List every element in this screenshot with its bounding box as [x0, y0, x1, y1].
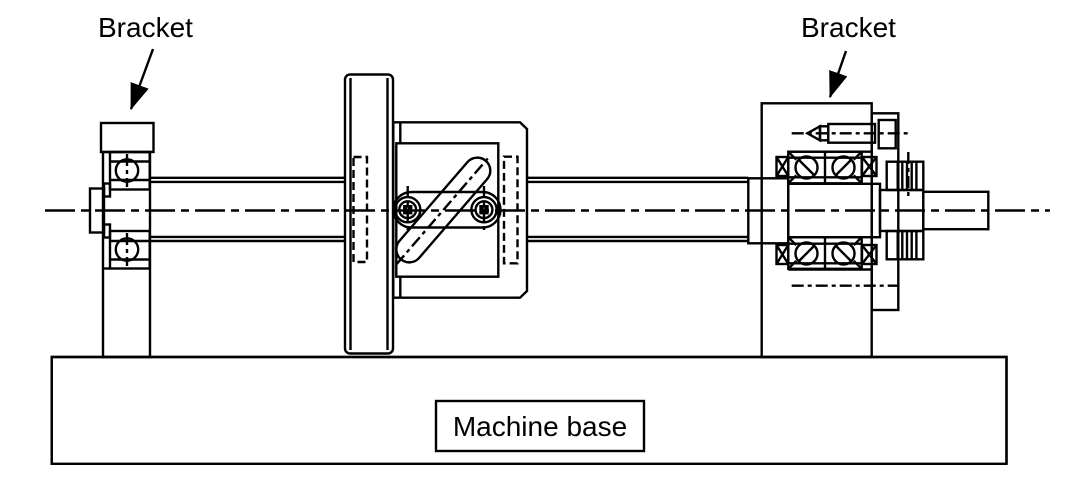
right-bracket-label: Bracket	[801, 12, 896, 43]
machine-base-label-gap	[434, 399, 646, 453]
seal-spacers	[775, 155, 878, 266]
bearing-ball	[794, 155, 819, 180]
right-bracket-leader	[828, 50, 848, 99]
left-bearing-outer-race-bottom	[108, 229, 151, 270]
machine-base-outline	[50, 355, 1008, 464]
bearing-ball	[831, 155, 856, 180]
left-bracket	[88, 121, 155, 359]
machine-base-label: Machine base	[453, 411, 627, 442]
machine-base	[50, 355, 1008, 466]
right-bracket	[747, 102, 990, 359]
left-bracket-leader	[129, 48, 155, 111]
bearing-ball	[831, 241, 856, 266]
bearing-ball	[794, 241, 819, 266]
left-retainer-tab-bottom	[102, 223, 112, 239]
ball-screw-shaft	[149, 176, 749, 243]
left-bracket-cap	[99, 121, 155, 154]
flange-disk-outline	[343, 73, 395, 355]
support-bearing-top	[787, 150, 863, 185]
right-bracket-body	[760, 102, 873, 359]
housing-outline	[392, 121, 529, 299]
support-bearing-bottom	[787, 235, 863, 270]
left-bracket-label: Bracket	[98, 12, 193, 43]
nut-flange-disk	[343, 73, 395, 355]
lock-nut-top	[885, 160, 925, 192]
lock-nut-bottom	[885, 229, 925, 261]
left-bearing-outer-race-top	[108, 150, 151, 191]
adjusting-bolt	[791, 118, 909, 150]
left-retainer-tab-top	[102, 182, 112, 198]
